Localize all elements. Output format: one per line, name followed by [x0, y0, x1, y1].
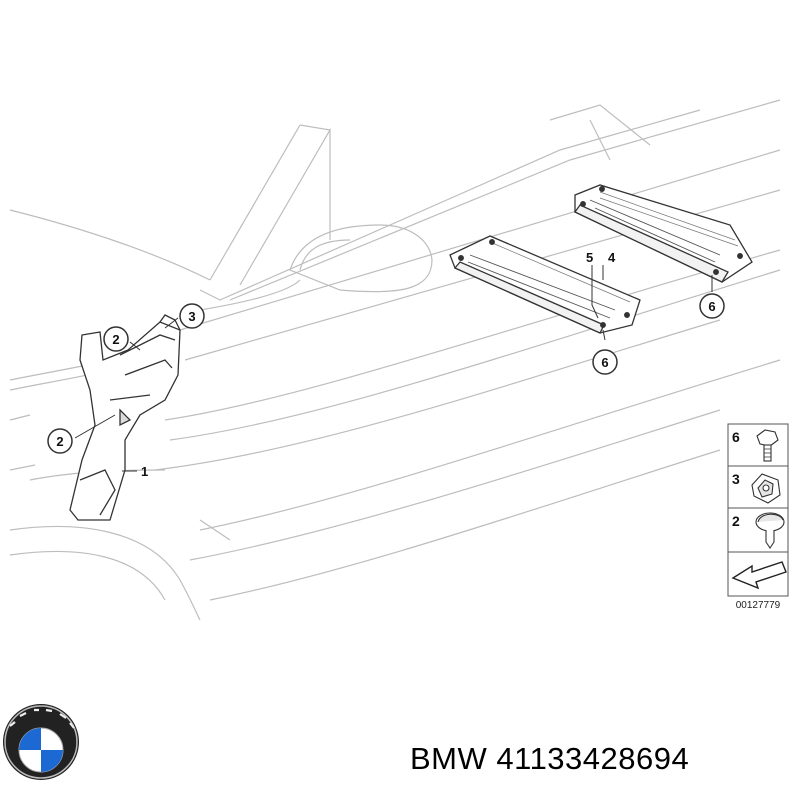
svg-text:6: 6: [708, 299, 715, 314]
leader-lines: [74, 265, 713, 472]
callout-6-rear: 6: [699, 293, 725, 319]
svg-text:2: 2: [112, 332, 119, 347]
callout-2-upper: 2: [103, 326, 129, 352]
callout-1: 1: [141, 464, 148, 479]
callout-3: 3: [179, 303, 205, 329]
bmw-roundel-logo: [3, 704, 79, 780]
callout-2-lower: 2: [47, 428, 73, 454]
clip-nut-icon: [751, 473, 781, 504]
svg-text:3: 3: [732, 471, 740, 487]
air-duct-part-1: [69, 314, 181, 521]
callout-4: 4: [608, 250, 616, 265]
part-caption: BMW 41133428694: [410, 741, 689, 777]
underbody-panel-5: [449, 235, 641, 334]
underbody-panel-4: [574, 184, 753, 283]
expanding-rivet-icon: [755, 512, 785, 549]
legend-row-bolt: 6: [732, 429, 779, 462]
callout-5: 5: [586, 250, 593, 265]
caption-part-number: 41133428694: [496, 741, 690, 776]
caption-brand: BMW: [410, 741, 488, 776]
callout-6-front: 6: [592, 349, 618, 375]
fastener-legend: 6 3 2: [727, 423, 789, 597]
diagram-reference-number: 00127779: [736, 600, 781, 611]
car-body-outline: [9, 99, 781, 621]
bolt-icon: [756, 429, 779, 462]
svg-text:2: 2: [56, 434, 63, 449]
svg-text:6: 6: [601, 355, 608, 370]
svg-text:2: 2: [732, 513, 740, 529]
legend-row-clip: 3: [732, 471, 781, 504]
legend-row-rivet: 2: [732, 512, 785, 549]
svg-text:3: 3: [188, 309, 195, 324]
svg-text:6: 6: [732, 429, 740, 445]
direction-arrow-icon: [731, 561, 787, 590]
